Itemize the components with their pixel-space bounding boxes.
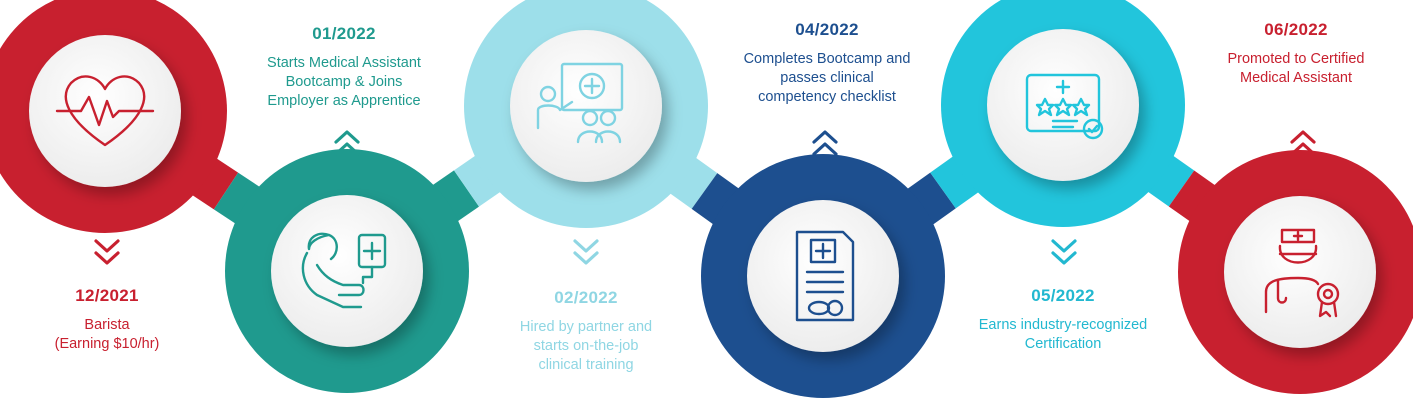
milestone-desc-line: Promoted to Certified — [1227, 51, 1365, 67]
milestone-ring — [464, 0, 708, 228]
milestone-date: 02/2022 — [554, 288, 618, 307]
milestone-date: 01/2022 — [312, 24, 376, 43]
milestone-desc-line: (Earning $10/hr) — [54, 336, 160, 352]
milestone-desc-line: passes clinical — [780, 70, 874, 86]
milestone-desc-line: clinical training — [538, 357, 634, 373]
ring-inner — [987, 29, 1139, 181]
milestone-label-1: 12/2021 Barista (Earning $10/hr) — [0, 286, 227, 354]
milestone-desc-line: Starts Medical Assistant — [267, 55, 421, 71]
milestone-label-5: 05/2022 Earns industry-recognized Certif… — [943, 286, 1183, 354]
milestone-desc-line: Earns industry-recognized — [978, 317, 1148, 333]
presentation-training-icon — [536, 62, 624, 144]
milestone-ring — [0, 0, 227, 233]
milestone-desc-line: Employer as Apprentice — [267, 93, 421, 109]
ring-inner — [1224, 196, 1376, 348]
certified-nurse-icon — [1264, 228, 1340, 318]
milestone-label-2: 01/2022 Starts Medical Assistant Bootcam… — [224, 24, 464, 111]
medical-report-icon — [795, 230, 855, 322]
ring-inner — [510, 30, 662, 182]
ring-inner — [747, 200, 899, 352]
chevron-down-icon — [94, 239, 120, 265]
milestone-date: 06/2022 — [1264, 20, 1328, 39]
milestone-ring — [225, 149, 469, 393]
milestone-date: 05/2022 — [1031, 286, 1095, 305]
ring-inner — [29, 35, 181, 187]
milestone-desc-line: Barista — [84, 317, 130, 333]
milestone-desc-line: competency checklist — [758, 89, 896, 105]
milestone-ring — [701, 154, 945, 398]
chevron-up-icon — [1290, 130, 1316, 156]
chevron-up-icon — [812, 130, 838, 156]
certificate-icon — [1025, 73, 1104, 140]
chevron-up-icon — [334, 130, 360, 156]
milestone-desc-line: Bootcamp & Joins — [285, 74, 403, 90]
heart-pulse-icon — [55, 75, 155, 147]
milestone-desc-line: starts on-the-job — [533, 338, 639, 354]
milestone-desc-line: Certification — [1024, 336, 1102, 352]
milestone-desc-line: Hired by partner and — [519, 319, 653, 335]
milestone-ring — [941, 0, 1185, 227]
patient-iv-icon — [301, 232, 387, 309]
milestone-date: 12/2021 — [75, 286, 139, 305]
milestone-ring — [1178, 150, 1413, 394]
milestone-label-3: 02/2022 Hired by partner and starts on-t… — [466, 288, 706, 375]
chevron-down-icon — [1051, 239, 1077, 265]
milestone-rings — [0, 0, 1413, 398]
milestone-date: 04/2022 — [795, 20, 859, 39]
milestone-label-6: 06/2022 Promoted to Certified Medical As… — [1176, 20, 1413, 88]
chevron-down-icon — [573, 239, 599, 265]
ring-inner — [271, 195, 423, 347]
milestone-desc-line: Completes Bootcamp and — [743, 51, 911, 67]
milestone-desc-line: Medical Assistant — [1239, 70, 1353, 86]
milestone-label-4: 04/2022 Completes Bootcamp and passes cl… — [707, 20, 947, 107]
